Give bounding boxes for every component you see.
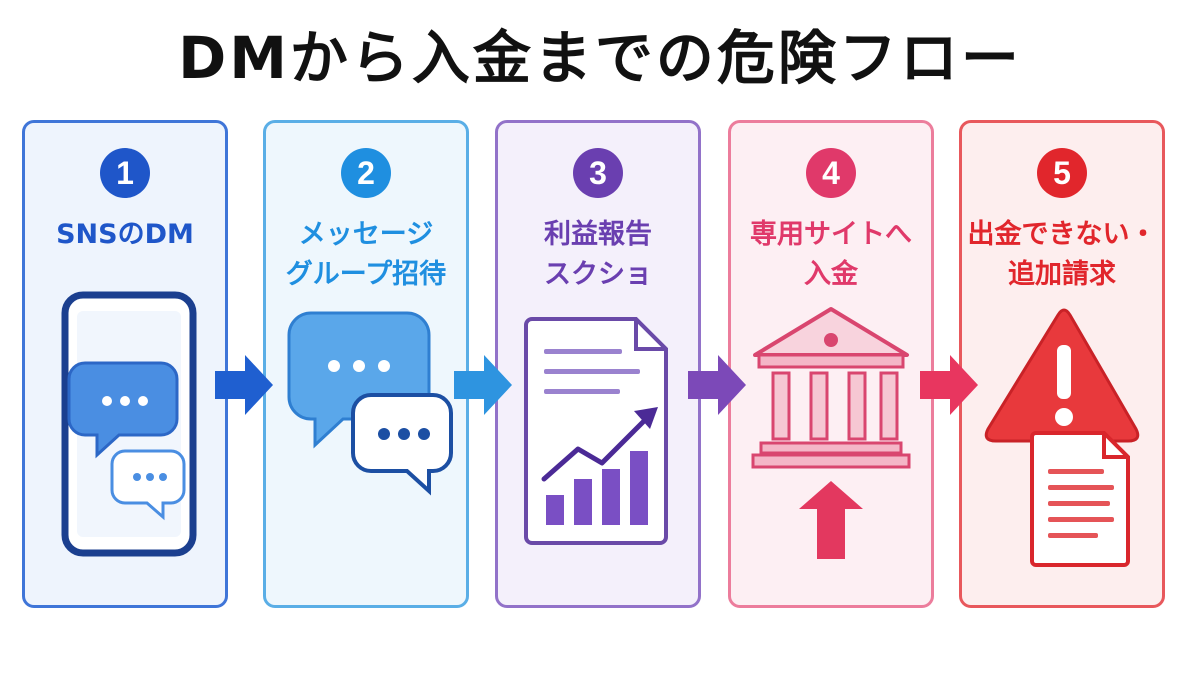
report-chart-icon <box>524 317 668 545</box>
step-card-2: 2 メッセージ グループ招待 <box>263 120 469 608</box>
arrow-right-icon <box>688 355 746 415</box>
step-label-line: 利益報告 <box>544 219 652 250</box>
arrow-right-icon <box>215 355 273 415</box>
step-card-5: 5 出金できない・ 追加請求 <box>959 120 1165 608</box>
step-label: 出金できない・ 追加請求 <box>962 215 1162 295</box>
step-number-badge: 2 <box>341 148 391 198</box>
smartphone-chat-icon <box>61 291 197 557</box>
step-number-badge: 1 <box>100 148 150 198</box>
step-number-badge: 4 <box>806 148 856 198</box>
bank-deposit-icon <box>751 307 911 559</box>
page-title: DMから入金までの危険フロー <box>178 24 1022 92</box>
step-label: SNSのDM <box>25 215 225 255</box>
step-label-line: SNSのDM <box>56 219 194 250</box>
step-label-line: 入金 <box>804 259 858 290</box>
step-label-line: スクショ <box>544 259 652 290</box>
step-label: 専用サイトへ 入金 <box>731 215 931 295</box>
step-label-line: 追加請求 <box>1008 259 1116 290</box>
step-label-line: 専用サイトへ <box>750 219 912 250</box>
step-card-4: 4 専用サイトへ 入金 <box>728 120 934 608</box>
warning-document-icon <box>984 308 1140 567</box>
chat-bubbles-icon <box>287 311 453 496</box>
step-label-line: 出金できない・ <box>967 219 1157 250</box>
step-number-badge: 5 <box>1037 148 1087 198</box>
step-card-3: 3 利益報告 スクショ <box>495 120 701 608</box>
step-card-1: 1 SNSのDM <box>22 120 228 608</box>
step-label: 利益報告 スクショ <box>498 215 698 295</box>
step-number-badge: 3 <box>573 148 623 198</box>
arrow-right-icon <box>454 355 512 415</box>
step-label-line: グループ招待 <box>285 259 447 290</box>
step-label-line: メッセージ <box>298 219 434 250</box>
step-label: メッセージ グループ招待 <box>266 215 466 295</box>
arrow-right-icon <box>920 355 978 415</box>
